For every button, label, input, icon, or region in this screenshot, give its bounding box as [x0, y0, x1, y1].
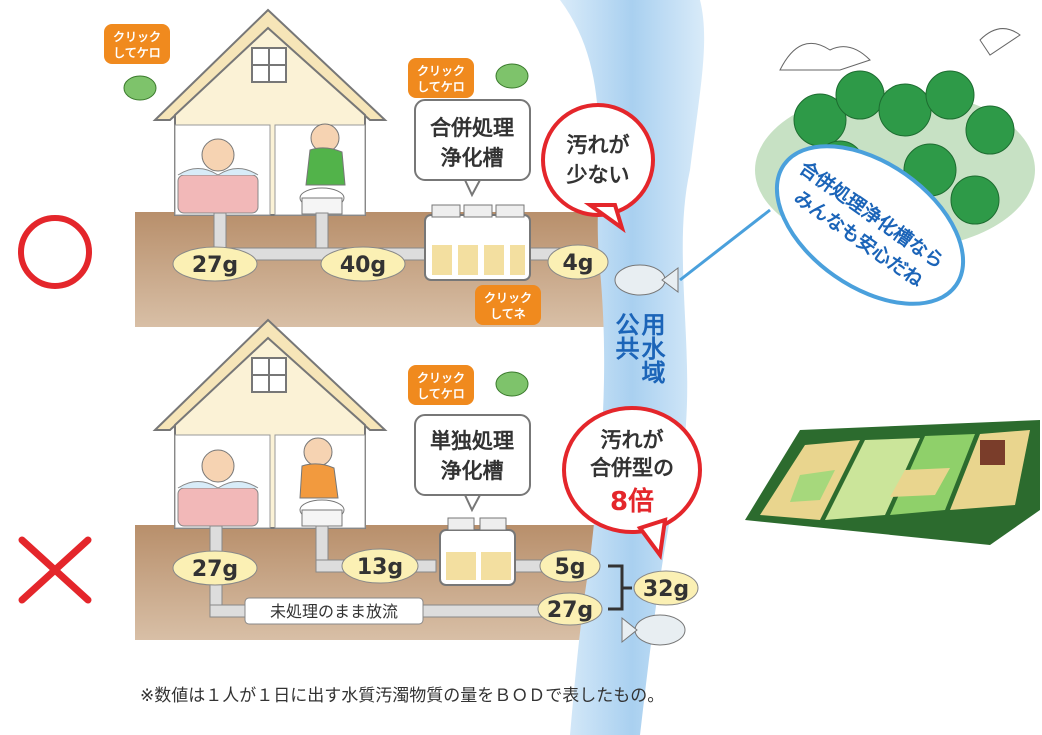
value-bottom-untreated: 27g [537, 592, 603, 626]
septic-tank-bottom[interactable] [439, 517, 516, 586]
value-top-bath-text: 27g [192, 253, 238, 278]
speech-bottom-line3: 8倍 [610, 486, 654, 517]
value-bottom-treated: 5g [539, 549, 601, 583]
click-badge-3-line2: してネ [490, 307, 526, 321]
tank-label-top-line1: 合併処理 [430, 116, 514, 140]
click-badge-4-line2: してケロ [417, 387, 465, 401]
ng-mark [18, 536, 92, 604]
bird-icon [779, 28, 1021, 71]
rice-fields [745, 420, 1040, 545]
frog-icon [495, 63, 529, 89]
bracket [608, 564, 632, 611]
click-badge-1[interactable]: クリック してケロ [104, 24, 170, 64]
house-top [152, 8, 586, 261]
forest-bubble: 合併処理浄化槽なら みんなも安心だね [679, 144, 966, 306]
tank-label-bottom: 単独処理 浄化槽 [414, 414, 531, 513]
river: 公共 用水域 [560, 0, 705, 735]
ok-mark [18, 215, 92, 289]
value-bottom-total: 32g [633, 570, 699, 606]
value-bottom-bath: 27g [172, 550, 258, 586]
speech-top-line2: 少ない [566, 163, 630, 187]
speech-bottom: 汚れが 合併型の 8倍 [562, 406, 702, 561]
untreated-label: 未処理のまま放流 [244, 597, 424, 625]
frog-icon [495, 371, 529, 397]
value-top-outflow: 4g [547, 244, 609, 280]
click-badge-2-line2: してケロ [417, 80, 465, 94]
speech-top: 汚れが 少ない [541, 103, 655, 234]
value-bottom-total-text: 32g [643, 577, 689, 602]
tank-label-top-line2: 浄化槽 [441, 146, 504, 170]
septic-tank-top[interactable] [424, 204, 531, 281]
value-bottom-untreated-text: 27g [547, 598, 593, 623]
river-label-2: 用水域 [637, 312, 665, 385]
untreated-label-text: 未処理のまま放流 [270, 602, 398, 621]
click-badge-3-line1: クリック [484, 291, 532, 305]
tank-label-bottom-line2: 浄化槽 [441, 459, 504, 483]
value-top-toilet-text: 40g [340, 253, 386, 278]
frog-icon [123, 75, 157, 101]
speech-top-line1: 汚れが [567, 133, 630, 157]
value-bottom-bath-text: 27g [192, 557, 238, 582]
click-badge-1-line1: クリック [113, 30, 161, 44]
value-bottom-toilet: 13g [341, 548, 419, 584]
click-badge-4-line1: クリック [417, 371, 465, 385]
speech-bottom-line2: 合併型の [590, 456, 674, 480]
tank-label-bottom-line1: 単独処理 [430, 429, 514, 453]
value-top-outflow-text: 4g [562, 251, 593, 276]
click-badge-3[interactable]: クリック してネ [475, 285, 541, 325]
fish-icon [614, 264, 679, 296]
speech-bottom-line1: 汚れが [601, 428, 664, 452]
click-badge-2-line1: クリック [417, 64, 465, 78]
value-top-bath: 27g [172, 246, 258, 282]
tank-label-top: 合併処理 浄化槽 [414, 99, 531, 198]
dead-fish-icon [621, 614, 686, 646]
footnote: ※数値は１人が１日に出す水質汚濁物質の量をＢＯＤで表したもの。 [140, 686, 665, 706]
value-top-toilet: 40g [320, 246, 406, 282]
click-badge-1-line2: してケロ [113, 46, 161, 60]
click-badge-2[interactable]: クリック してケロ [408, 58, 474, 98]
value-bottom-treated-text: 5g [554, 555, 585, 580]
river-label-1: 公共 [611, 312, 639, 361]
value-bottom-toilet-text: 13g [357, 555, 403, 580]
click-badge-4[interactable]: クリック してケロ [408, 365, 474, 405]
